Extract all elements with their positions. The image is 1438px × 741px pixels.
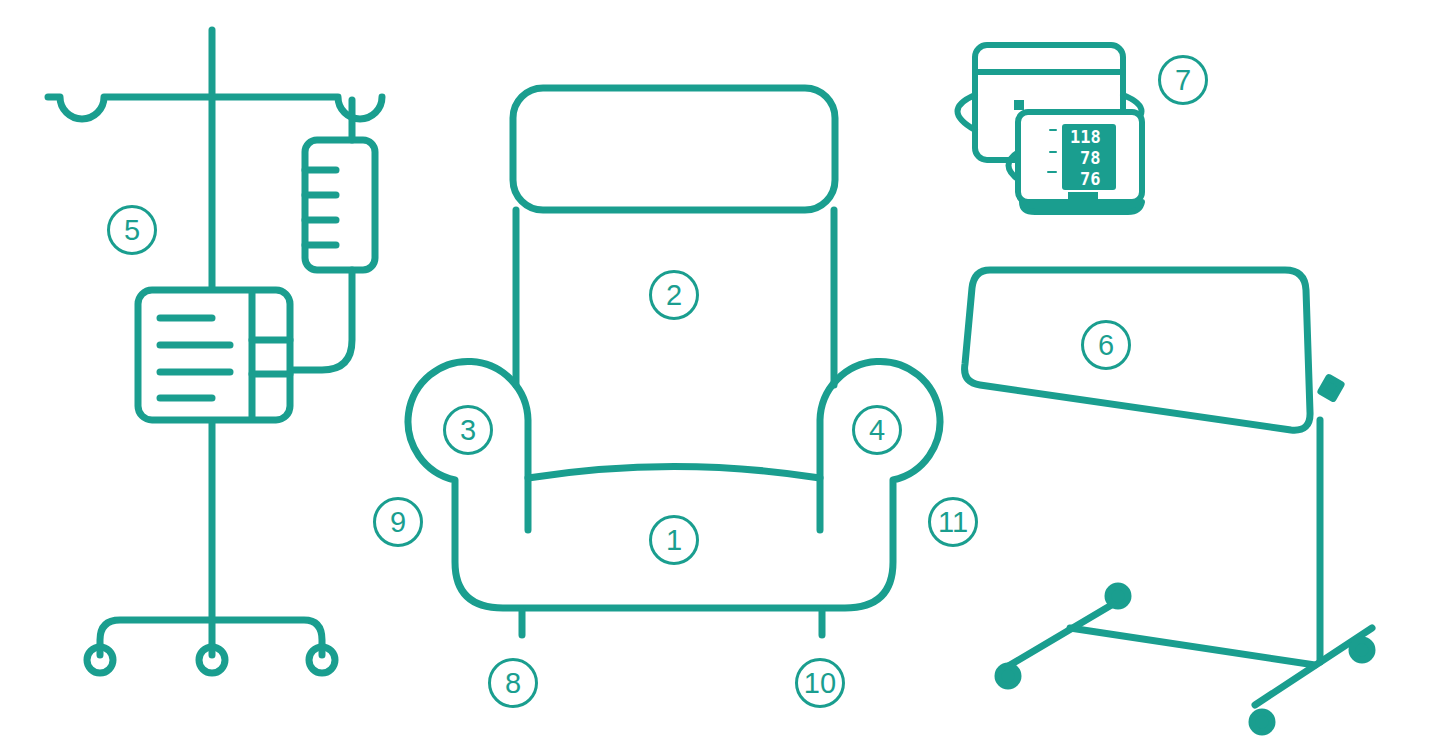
callout-text: 8 — [505, 669, 521, 698]
display-reading: 118 — [1070, 129, 1101, 146]
callout-text: 2 — [666, 281, 682, 310]
blood-pressure-monitor — [958, 45, 1143, 212]
infusion-chair — [408, 88, 940, 635]
callout-text: 7 — [1175, 66, 1191, 95]
callout-text: 3 — [460, 416, 476, 445]
callout-number: 2 — [649, 270, 699, 320]
callout-number: 5 — [107, 205, 157, 255]
callout-number: 6 — [1081, 320, 1131, 370]
callout-text: 1 — [666, 526, 682, 555]
callout-number: 11 — [928, 497, 978, 547]
callout-number: 9 — [373, 497, 423, 547]
callout-number: 8 — [488, 658, 538, 708]
callout-text: 10 — [804, 669, 836, 698]
callout-number: 10 — [795, 658, 845, 708]
display-reading: 78 — [1080, 150, 1100, 167]
callout-number: 4 — [852, 405, 902, 455]
callout-text: 4 — [869, 416, 885, 445]
callout-text: 5 — [124, 216, 140, 245]
callout-text: 9 — [390, 508, 406, 537]
display-reading: 76 — [1080, 171, 1100, 188]
iv-pole — [48, 30, 382, 673]
callout-number: 7 — [1158, 55, 1208, 105]
tray-table — [965, 270, 1372, 732]
callout-number: 3 — [443, 405, 493, 455]
callout-text: 6 — [1098, 331, 1114, 360]
callout-number: 1 — [649, 515, 699, 565]
callout-text: 11 — [938, 508, 968, 537]
